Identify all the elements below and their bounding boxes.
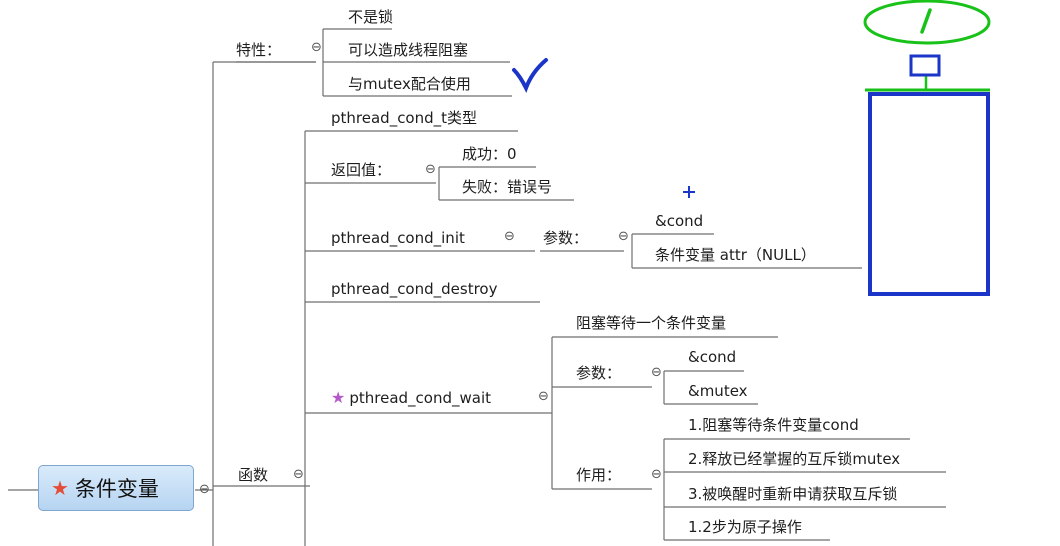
collapse-toggle-root[interactable] [198, 484, 211, 497]
check-mark-icon [512, 58, 548, 93]
return-success-item[interactable]: 成功：0 [462, 145, 517, 163]
collapse-toggle-wait-effects[interactable] [650, 469, 663, 482]
wait-param-cond[interactable]: &cond [688, 348, 737, 366]
wait-description[interactable]: 阻塞等待一个条件变量 [576, 314, 727, 332]
root-label: 条件变量 [74, 477, 159, 501]
collapse-toggle-wait[interactable] [537, 391, 550, 404]
feature-item-2[interactable]: 可以造成线程阻塞 [348, 41, 469, 59]
collapse-toggle-functions[interactable] [292, 469, 305, 482]
functions-label[interactable]: 函数 [238, 466, 269, 484]
wait-params-label[interactable]: 参数： [576, 364, 622, 382]
features-label[interactable]: 特性： [236, 41, 282, 59]
collapse-toggle-return-value[interactable] [424, 164, 437, 177]
blue-rectangle-shape [868, 92, 990, 296]
return-failure-item[interactable]: 失败：错误号 [462, 178, 553, 196]
cond-wait-text: pthread_cond_wait [349, 389, 491, 407]
cond-init-label[interactable]: pthread_cond_init [331, 229, 465, 247]
cond-type-item[interactable]: pthread_cond_t类型 [331, 109, 478, 127]
wait-effect-4[interactable]: 1.2步为原子操作 [688, 518, 802, 536]
root-node[interactable]: ★ 条件变量 [38, 465, 194, 511]
feature-item-1[interactable]: 不是锁 [348, 8, 394, 26]
collapse-toggle-init-params[interactable] [617, 231, 630, 244]
init-param-attr[interactable]: 条件变量 attr（NULL） [655, 246, 816, 264]
cond-wait-label[interactable]: ★pthread_cond_wait [331, 388, 491, 408]
init-param-cond[interactable]: &cond [655, 212, 704, 230]
wait-effect-label[interactable]: 作用： [576, 466, 622, 484]
wait-effect-2[interactable]: 2.释放已经掌握的互斥锁mutex [688, 450, 901, 468]
wait-effect-3[interactable]: 3.被唤醒时重新申请获取互斥锁 [688, 485, 898, 503]
green-oval-shape [863, 0, 991, 45]
feature-item-3[interactable]: 与mutex配合使用 [348, 75, 471, 93]
wait-param-mutex[interactable]: &mutex [688, 382, 748, 400]
purple-star-icon: ★ [331, 388, 346, 407]
star-icon: ★ [51, 476, 69, 500]
oval-slash-mark [920, 8, 932, 34]
wait-effect-1[interactable]: 1.阻塞等待条件变量cond [688, 416, 859, 434]
cond-destroy-label[interactable]: pthread_cond_destroy [331, 280, 498, 298]
collapse-toggle-features[interactable] [310, 42, 323, 55]
collapse-toggle-wait-params[interactable] [650, 367, 663, 380]
small-square-shape [909, 54, 941, 77]
init-params-label[interactable]: 参数： [543, 229, 589, 247]
plus-mark-icon [683, 186, 695, 198]
collapse-toggle-init[interactable] [503, 231, 516, 244]
return-value-label[interactable]: 返回值： [331, 161, 392, 179]
